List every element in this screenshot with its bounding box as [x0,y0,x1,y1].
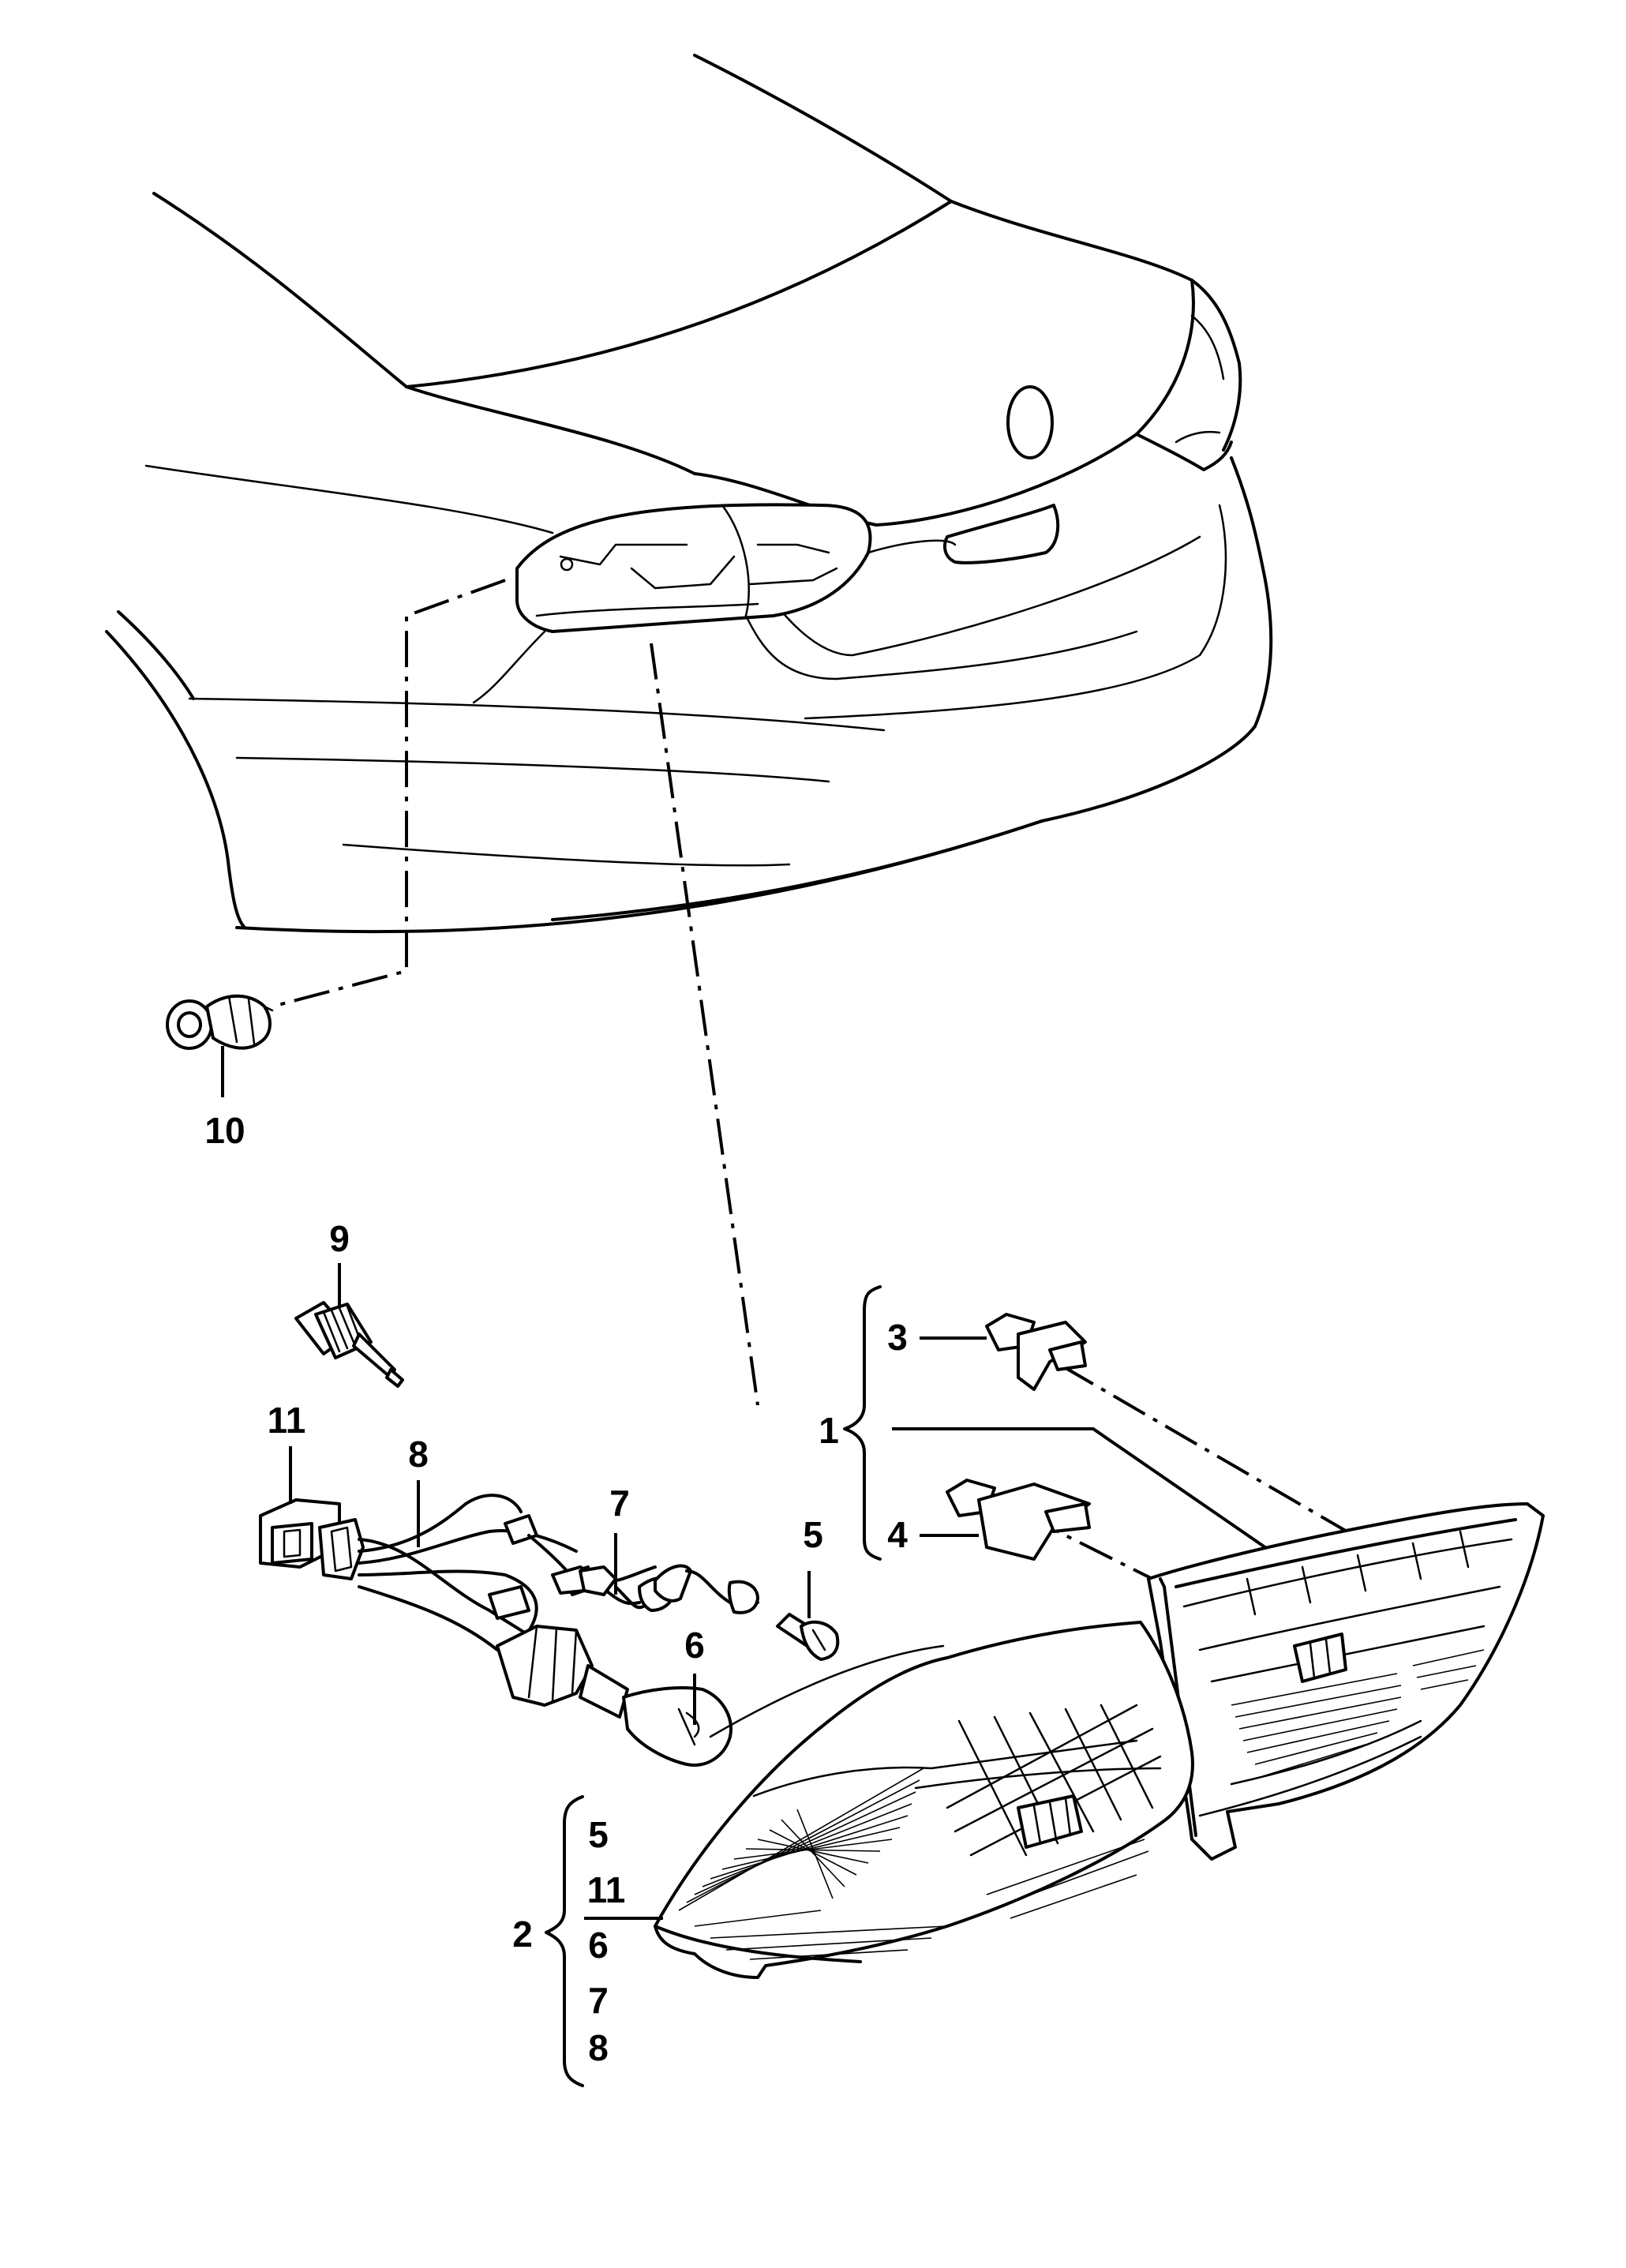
wiring-harness-part-8 [358,1494,657,1655]
tail-light-outer-part-2 [654,1621,1194,1979]
callout-6: 6 [684,1625,705,1666]
callout-2: 2 [512,1914,533,1955]
holder-part-3 [985,1313,1087,1391]
bulb-part-9 [294,1301,404,1388]
bulb-holder-part-7 [551,1564,759,1614]
car-rear-body [105,54,1273,934]
group-2-item-6: 6 [588,1925,609,1966]
assembly-centerlines [272,579,1355,1588]
callout-10: 10 [204,1110,245,1151]
callout-9: 9 [329,1218,350,1259]
callout-8: 8 [408,1434,429,1475]
bulb-part-5 [776,1613,840,1661]
group-2-item-8: 8 [588,2027,609,2068]
socket-part-6 [496,1625,629,1719]
clip-part-10 [166,994,274,1050]
group-2-item-5: 5 [588,1814,609,1855]
callout-5: 5 [803,1514,823,1555]
holder-part-4 [946,1479,1091,1561]
callout-1: 1 [819,1410,839,1451]
callout-7: 7 [609,1483,630,1524]
callout-11: 11 [268,1400,306,1441]
group-2-bracket [545,1795,663,2087]
tail-light-inner-part-1 [1147,1502,1545,1861]
connector-part-11 [259,1498,365,1580]
bulb-part-6 [622,1686,732,1767]
callout-4: 4 [887,1514,908,1555]
callout-3: 3 [887,1317,908,1358]
group-1-bracket [843,1285,1272,1561]
group-2-item-7: 7 [588,1980,609,2021]
group-2-item-11: 11 [587,1869,626,1910]
